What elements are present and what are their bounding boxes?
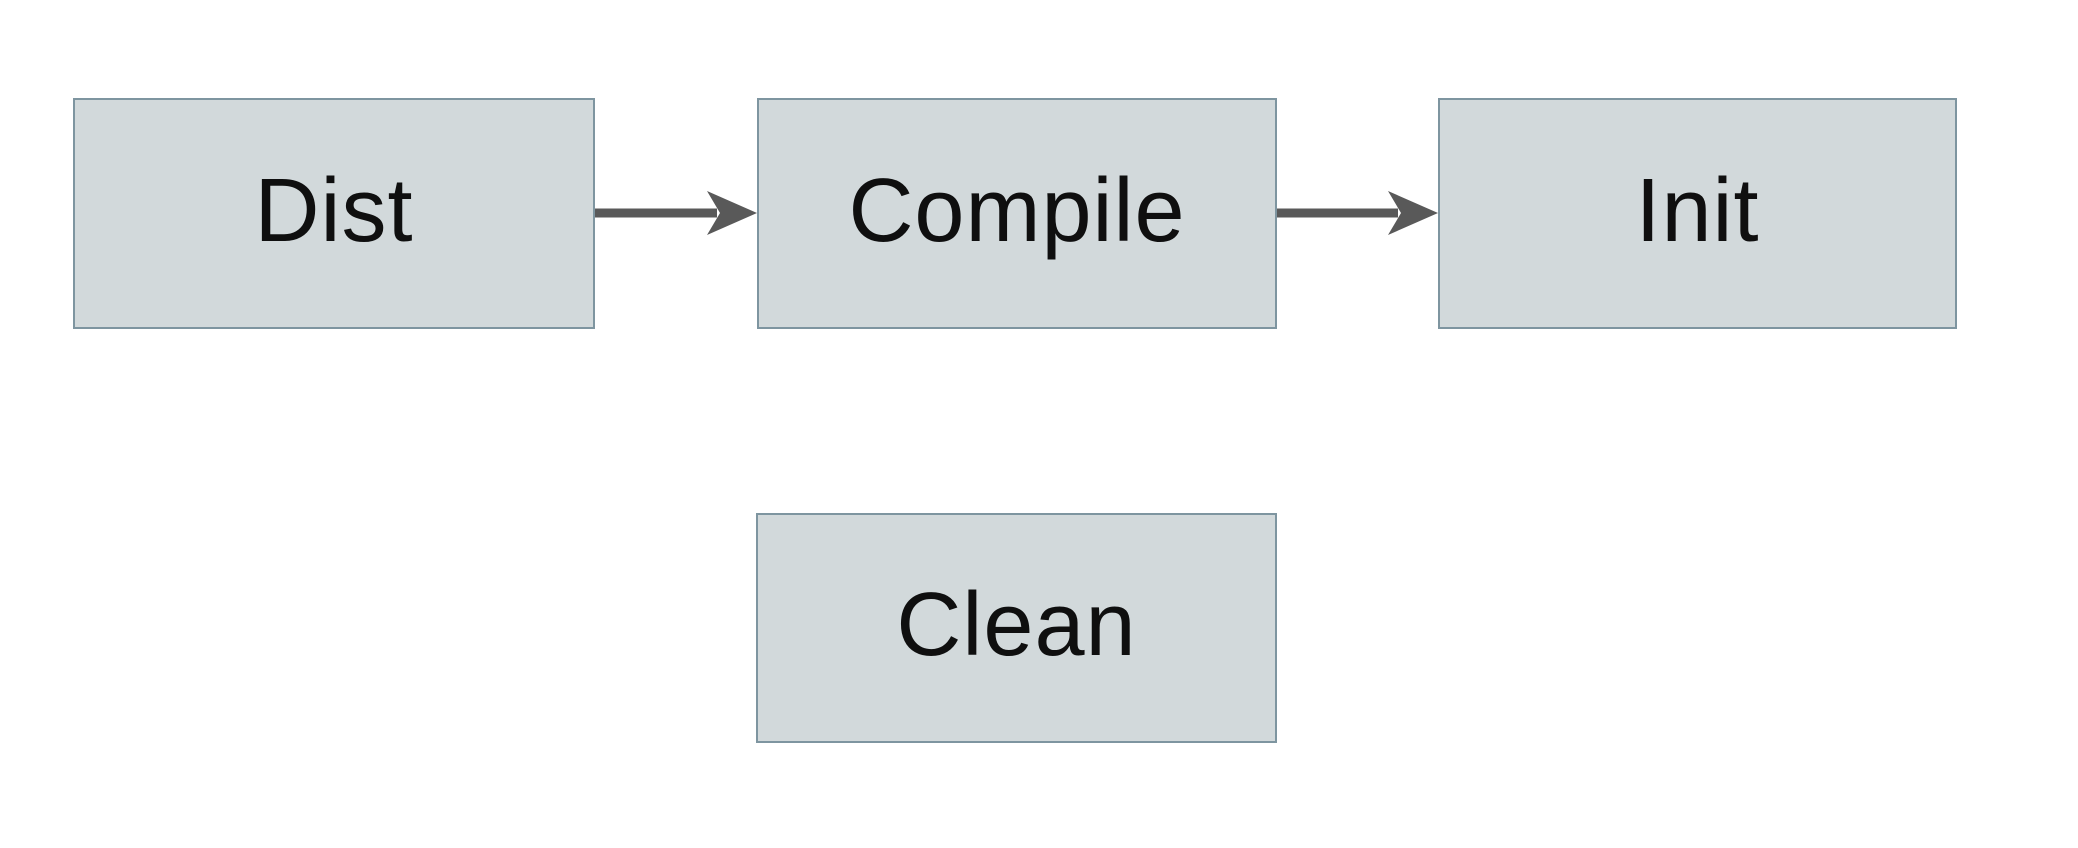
node-dist-label: Dist bbox=[254, 160, 414, 261]
node-clean[interactable]: Clean bbox=[756, 513, 1277, 743]
node-init-label: Init bbox=[1635, 160, 1760, 261]
edge-compile-init-arrow[interactable] bbox=[1277, 191, 1438, 235]
node-dist[interactable]: Dist bbox=[73, 98, 595, 329]
node-compile[interactable]: Compile bbox=[757, 98, 1277, 329]
edge-dist-compile-arrow[interactable] bbox=[595, 191, 757, 235]
node-init[interactable]: Init bbox=[1438, 98, 1957, 329]
node-clean-label: Clean bbox=[896, 575, 1137, 675]
node-compile-label: Compile bbox=[848, 160, 1186, 261]
